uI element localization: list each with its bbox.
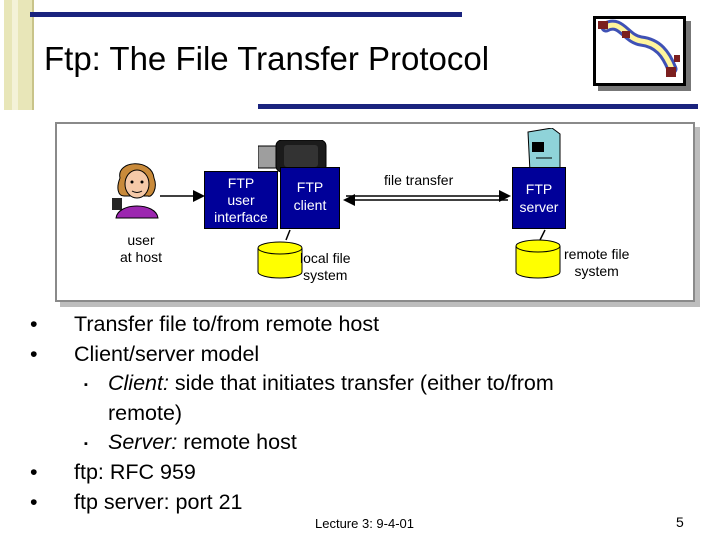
remote-fs-line2: system — [574, 263, 619, 279]
diagram-connectors — [160, 190, 561, 279]
remote-disk-icon — [515, 239, 561, 279]
slide-title: Ftp: The File Transfer Protocol — [44, 40, 490, 77]
network-cloud-icon — [598, 19, 680, 77]
user-label-line2: at host — [119, 249, 163, 265]
client-to-local-disk-line — [285, 229, 291, 241]
server-tower-icon — [527, 128, 561, 172]
bullet-item: •ftp: RFC 959 — [30, 459, 196, 484]
local-fs-line1: local file — [300, 250, 351, 266]
user-at-host-label: user at host — [112, 232, 170, 266]
local-file-system-label: local file system — [300, 250, 351, 284]
bullet-list: •Transfer file to/from remote host •Clie… — [30, 310, 554, 517]
ftp-client-line1: FTP — [296, 179, 324, 195]
remote-fs-line1: remote file — [564, 246, 630, 262]
network-logo-icon — [593, 16, 686, 86]
ftp-server-line2: server — [519, 199, 559, 215]
local-disk-icon — [257, 241, 303, 279]
ftp-user-interface-box: FTP user interface — [204, 171, 278, 229]
ftp-server-box: FTP server — [512, 167, 566, 229]
top-rule — [30, 12, 462, 17]
server-to-remote-disk-line — [539, 229, 546, 241]
local-fs-line2: system — [303, 267, 348, 283]
bullet-item: •Transfer file to/from remote host — [30, 312, 380, 336]
ftp-ui-line1: FTP — [227, 175, 255, 191]
slide-footer: Lecture 3: 9-4-01 — [315, 516, 415, 531]
ftp-ui-line2: user — [227, 192, 255, 208]
left-decor-bar — [4, 0, 34, 110]
remote-file-system-label: remote file system — [564, 246, 629, 280]
ftp-client-box: FTP client — [280, 167, 340, 229]
bullet-item: •Client/server model — [30, 341, 260, 366]
ftp-client-line2: client — [293, 197, 327, 213]
ftp-ui-line3: interface — [214, 209, 268, 225]
ftp-server-line1: FTP — [525, 181, 553, 197]
mid-rule — [258, 104, 698, 109]
user-person-icon — [112, 163, 159, 219]
bullet-item: •ftp server: port 21 — [30, 489, 243, 514]
user-label-line1: user — [127, 232, 155, 248]
page-number: 5 — [676, 514, 684, 530]
sub-bullet-continuation: remote) — [108, 400, 183, 425]
sub-bullet-item: ▪Server: remote host — [84, 430, 297, 455]
sub-bullet-item: ▪Client: side that initiates transfer (e… — [84, 371, 554, 396]
ftp-diagram-frame — [55, 122, 695, 302]
file-transfer-label: file transfer — [384, 172, 454, 188]
